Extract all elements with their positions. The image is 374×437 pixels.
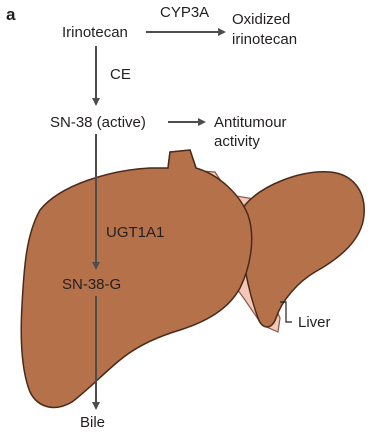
node-sn38-active: SN-38 (active) <box>50 114 146 131</box>
liver-right-lobe <box>242 172 364 327</box>
liver-main-lobe <box>21 150 251 407</box>
panel-label: a <box>6 5 16 24</box>
enzyme-ce: CE <box>110 66 131 83</box>
vessel-stub <box>168 150 196 168</box>
organ-label-liver: Liver <box>298 314 331 331</box>
node-oxidized-line2: irinotecan <box>232 31 297 48</box>
node-oxidized-line1: Oxidized <box>232 11 290 28</box>
enzyme-cyp3a: CYP3A <box>160 4 209 21</box>
enzyme-ugt1a1: UGT1A1 <box>106 224 164 241</box>
node-antitumour-line2: activity <box>214 133 260 150</box>
node-sn38g: SN-38-G <box>62 276 121 293</box>
node-bile: Bile <box>80 414 105 431</box>
node-irinotecan: Irinotecan <box>62 24 128 41</box>
node-antitumour-line1: Antitumour <box>214 114 287 131</box>
